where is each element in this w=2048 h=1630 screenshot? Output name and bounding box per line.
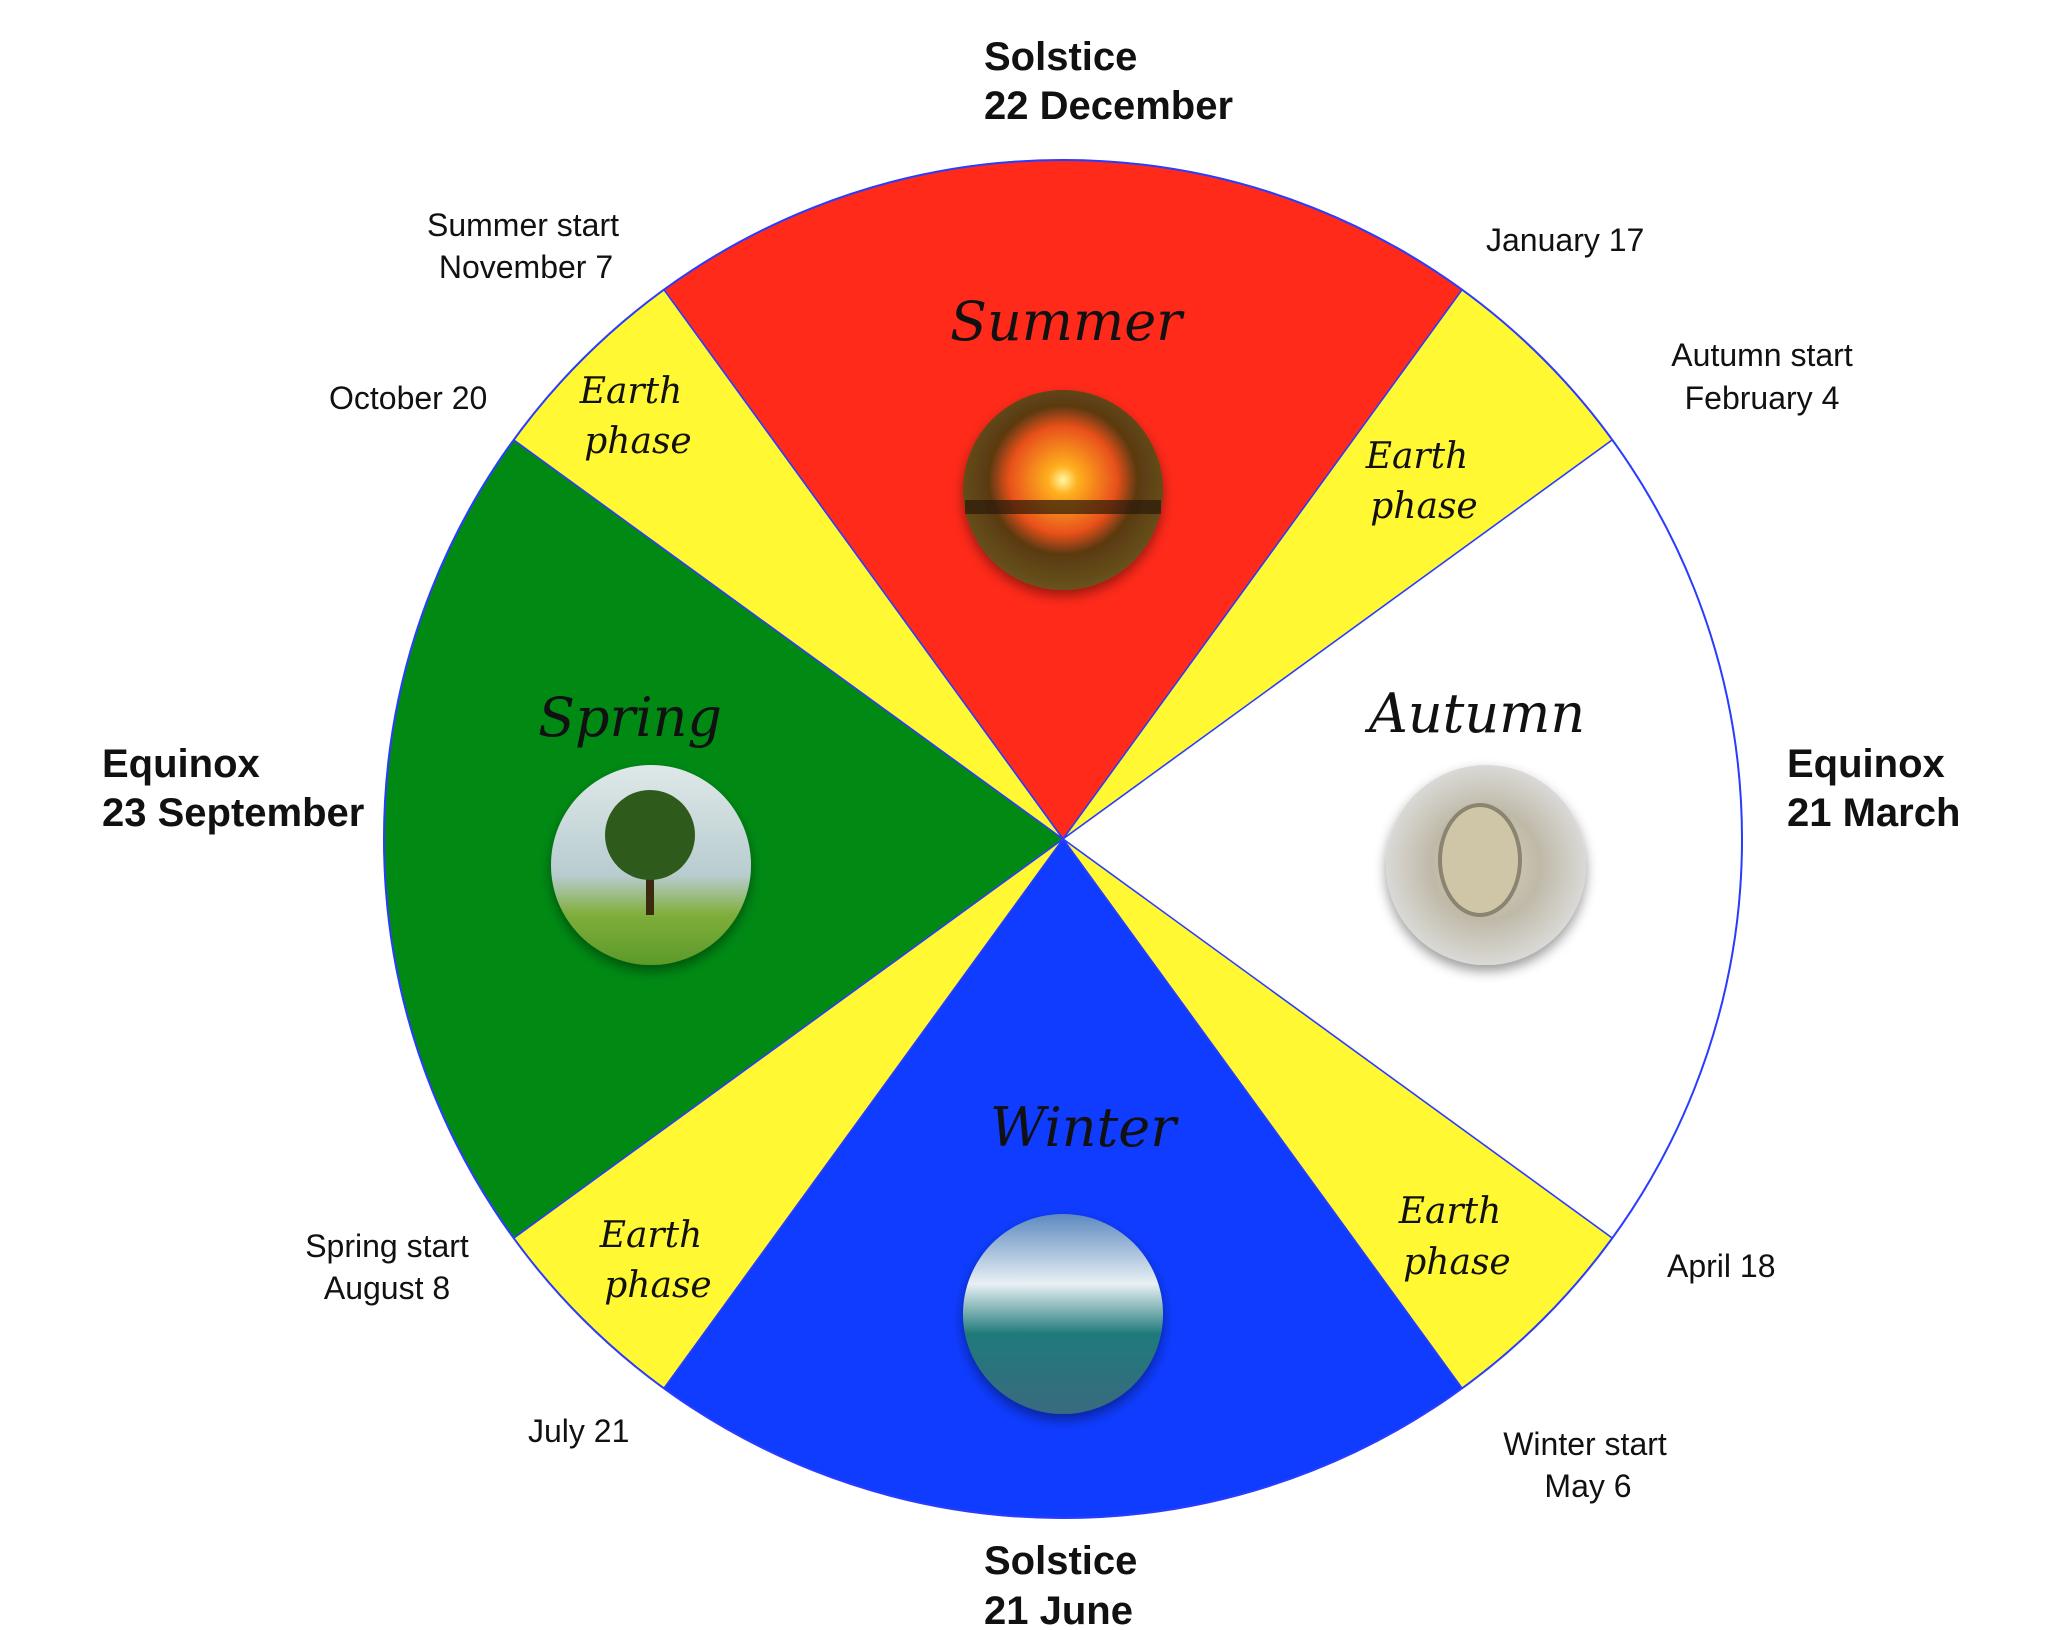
solstice-bottom-line1: Solstice: [984, 1539, 1137, 1583]
equinox-left-line2: 23 September: [102, 791, 364, 835]
earth-phase-line1: Earth: [1365, 436, 1469, 477]
earth-phase-line1: Earth: [599, 1215, 703, 1256]
equinox-right-line1: Equinox: [1787, 742, 1945, 786]
date-april: April 18: [1667, 1248, 1776, 1284]
earth-phase-label-ne: Earth phase: [1365, 436, 1478, 527]
summer-start-line1: Summer start: [427, 207, 619, 243]
season-label-autumn: Autumn: [1364, 682, 1585, 745]
wave-photo: [963, 1214, 1163, 1414]
autumn-start-line1: Autumn start: [1671, 337, 1853, 373]
winter-start-line2: May 6: [1544, 1468, 1631, 1504]
earth-phase-label-nw: Earth phase: [579, 371, 692, 462]
earth-phase-line1: Earth: [1398, 1191, 1502, 1232]
wheel-outline: [383, 159, 1743, 1519]
autumn-start-line2: February 4: [1685, 380, 1840, 416]
earth-phase-line1: Earth: [579, 371, 683, 412]
sunset-photo: [963, 390, 1163, 590]
spring-start-line2: August 8: [324, 1270, 450, 1306]
season-label-summer: Summer: [950, 290, 1185, 353]
earth-phase-line2: phase: [604, 1265, 711, 1306]
earth-phase-label-sw: Earth phase: [599, 1215, 712, 1306]
season-label-spring: Spring: [538, 686, 722, 749]
solstice-top-line2: 22 December: [984, 84, 1233, 128]
equinox-left-line1: Equinox: [102, 742, 260, 786]
tree-photo: [551, 765, 751, 965]
summer-start-line2: November 7: [439, 249, 613, 285]
earth-phase-line2: phase: [1370, 486, 1477, 527]
date-january: January 17: [1486, 222, 1644, 258]
season-label-winter: Winter: [990, 1096, 1179, 1159]
date-july: July 21: [528, 1413, 629, 1449]
earth-phase-label-se: Earth phase: [1398, 1191, 1511, 1283]
solstice-top-line1: Solstice: [984, 35, 1137, 79]
date-october: October 20: [329, 380, 487, 416]
equinox-right-line2: 21 March: [1787, 791, 1960, 835]
earth-phase-line2: phase: [584, 421, 691, 462]
spring-start-line1: Spring start: [305, 1228, 469, 1264]
silver-nugget-photo: [1386, 765, 1586, 965]
solstice-bottom-line2: 21 June: [984, 1589, 1133, 1630]
earth-phase-line2: phase: [1403, 1242, 1510, 1283]
winter-start-line1: Winter start: [1503, 1426, 1667, 1462]
